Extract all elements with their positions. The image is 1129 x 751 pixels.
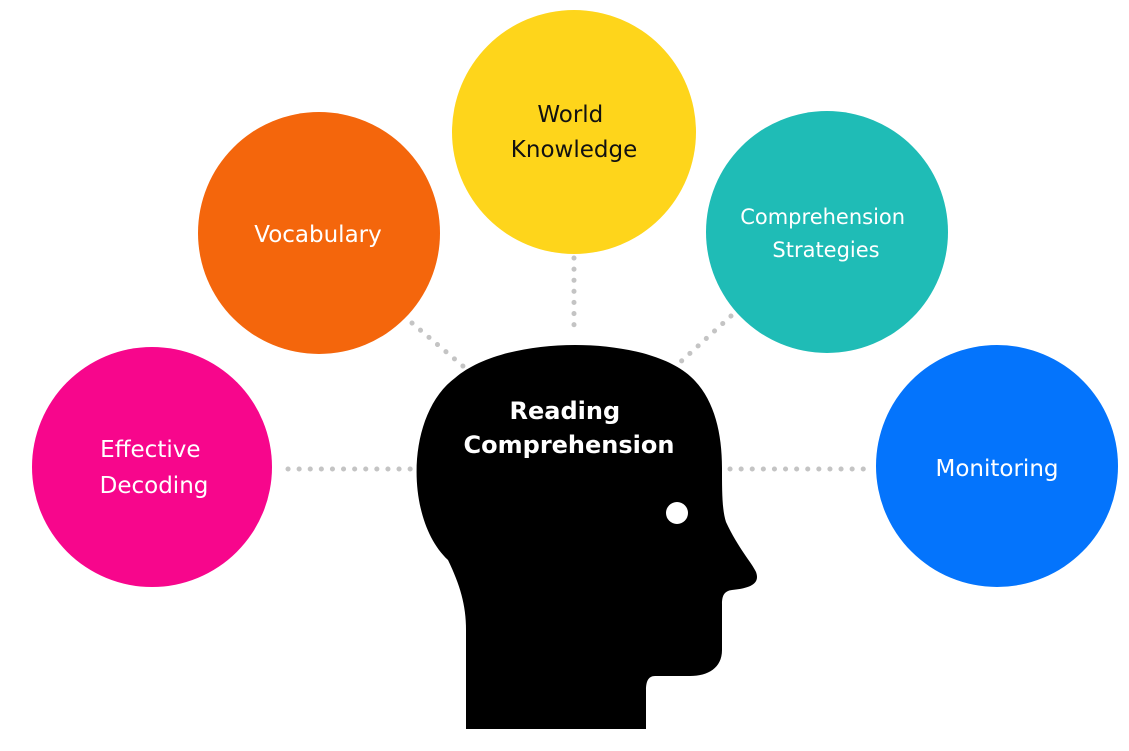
node-label-line: Effective <box>100 437 200 463</box>
center-label: Reading Comprehension <box>464 397 675 459</box>
connector-comprehension-strategies <box>673 313 734 369</box>
node-label-comprehension-strategies: Comprehension Strategies <box>740 205 912 262</box>
node-label-line: Vocabulary <box>254 222 382 248</box>
node-label-line: Strategies <box>772 238 879 262</box>
node-label-line: Knowledge <box>511 137 637 163</box>
node-label-line: Decoding <box>100 473 209 499</box>
node-monitoring: Monitoring <box>876 345 1118 587</box>
node-circle-effective-decoding <box>32 347 272 587</box>
center-label-line-2: Comprehension <box>464 431 675 459</box>
node-circle-comprehension-strategies <box>706 111 948 353</box>
eye-icon <box>666 502 688 524</box>
node-circle-world-knowledge <box>452 10 696 254</box>
node-label-vocabulary: Vocabulary <box>254 222 382 248</box>
node-label-world-knowledge: World Knowledge <box>511 102 637 163</box>
node-circle-monitoring <box>876 345 1118 587</box>
head-silhouette <box>416 344 757 729</box>
node-label-effective-decoding: Effective Decoding <box>100 437 209 499</box>
node-label-line: Comprehension <box>740 205 905 229</box>
center-label-line-1: Reading <box>510 397 621 425</box>
node-effective-decoding: Effective Decoding <box>32 347 272 587</box>
node-world-knowledge: World Knowledge <box>452 10 696 254</box>
node-comprehension-strategies: Comprehension Strategies <box>706 111 948 353</box>
node-label-line: Monitoring <box>936 456 1059 482</box>
node-circle-vocabulary <box>198 112 440 354</box>
node-vocabulary: Vocabulary <box>198 112 440 354</box>
connector-vocabulary <box>409 320 473 375</box>
node-label-monitoring: Monitoring <box>936 456 1059 482</box>
node-label-line: World <box>537 102 603 128</box>
